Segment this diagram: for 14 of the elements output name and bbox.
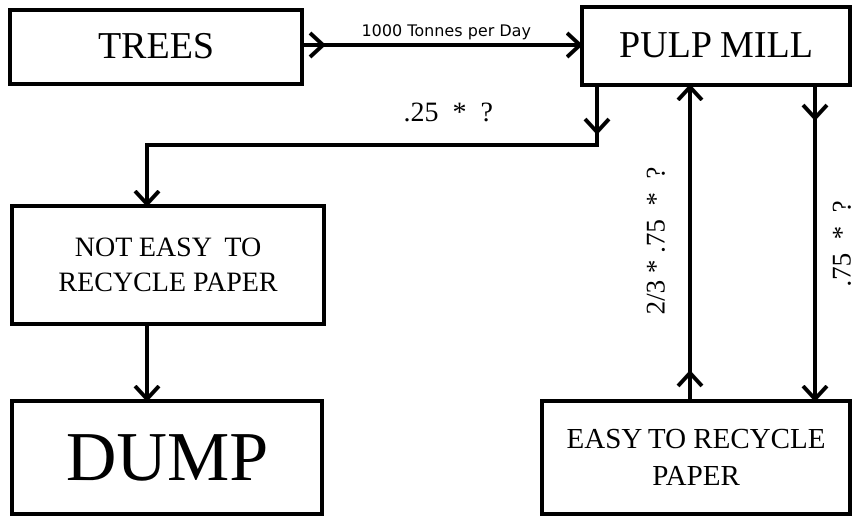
edge-label: .75 * ? xyxy=(826,200,857,286)
process-box xyxy=(580,5,852,87)
node-label: TREES xyxy=(98,24,214,70)
node-label: EASY TO RECYCLE PAPER xyxy=(566,422,826,494)
process-box xyxy=(540,399,852,516)
node-label: DUMP xyxy=(66,418,268,498)
edge-label: .25 * ? xyxy=(404,97,493,129)
process-box xyxy=(10,204,326,326)
node-label: PULP MILL xyxy=(619,23,813,68)
process-box xyxy=(10,399,324,516)
edge-label: 1000 Tonnes per Day xyxy=(362,20,531,40)
process-box xyxy=(8,8,304,86)
node-label: NOT EASY TO RECYCLE PAPER xyxy=(57,231,279,300)
edge-label: 2/3 * .75 * ? xyxy=(640,166,672,314)
